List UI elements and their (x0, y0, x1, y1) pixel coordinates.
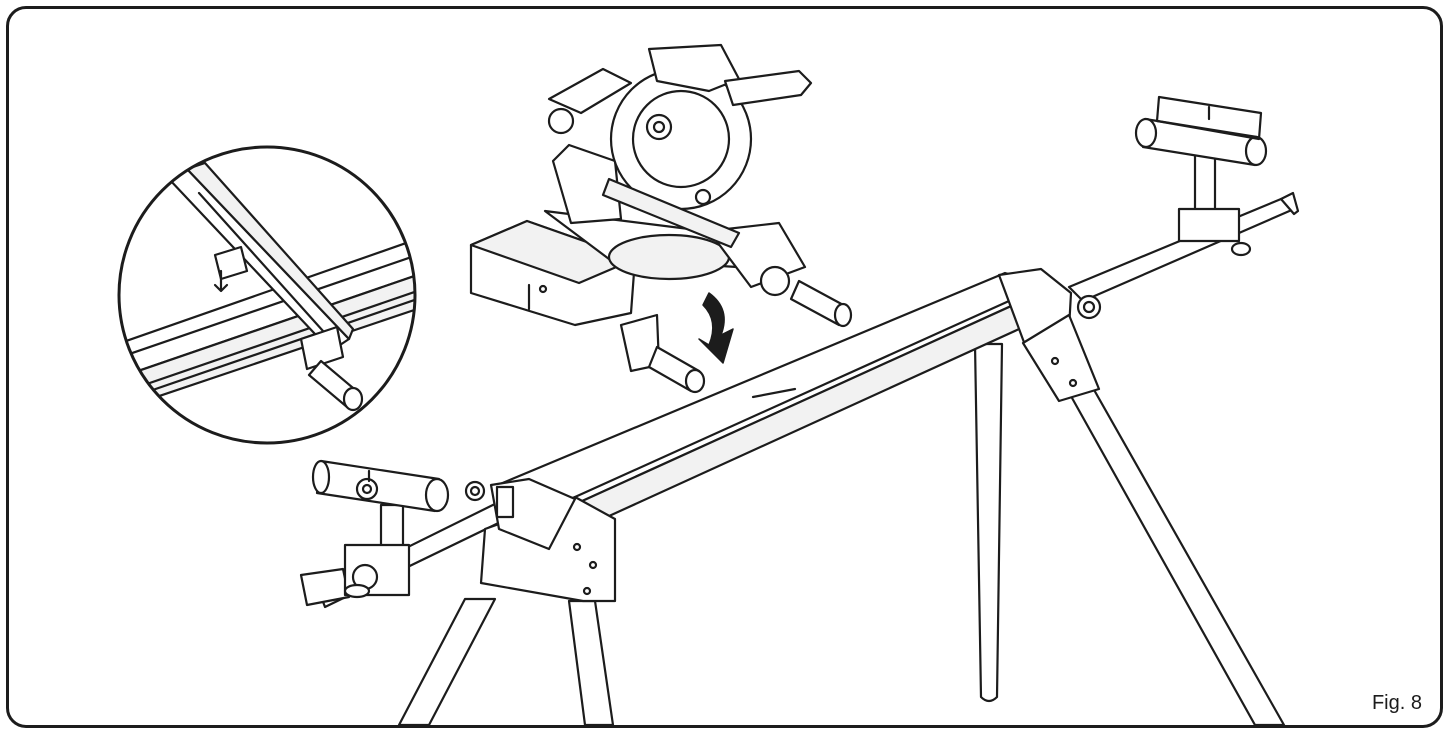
bracket-bolt (572, 542, 582, 552)
saw-fence (601, 177, 741, 249)
saw-handle (723, 69, 813, 107)
right-extension-bar-end (1279, 191, 1300, 216)
right-support-post (1193, 149, 1217, 217)
inset-bracket-slot (197, 191, 325, 333)
right-extension-support (1067, 95, 1300, 303)
assembly-illustration (117, 43, 1300, 725)
saw-left-clamp-grip (684, 368, 706, 394)
beam-right-knob-center (1082, 300, 1096, 314)
bracket-bolt (1050, 356, 1060, 366)
right-diagonal-leg (1065, 379, 1286, 725)
bracket-bolt (1068, 378, 1078, 388)
arrow-down-icon (698, 292, 734, 364)
right-roller-end-right (1244, 135, 1268, 167)
beam-slot-notch (751, 387, 797, 399)
saw-turntable (607, 233, 731, 281)
inset-bracket-block (213, 245, 249, 281)
right-roller-bracket (1155, 95, 1263, 141)
left-roller-end-right (424, 477, 450, 513)
inset-beam-line (119, 249, 415, 363)
stand-rear-legs (973, 342, 1286, 725)
inset-beam-line (119, 293, 415, 407)
saw-arbor-center (652, 120, 666, 134)
left-front-leg (397, 597, 497, 725)
left-roller-knob-center (361, 483, 373, 495)
left-extension-support (299, 459, 517, 609)
right-support-clamp (1177, 207, 1241, 243)
saw-right-clamp-knob (759, 265, 791, 297)
inset-beam-line (119, 285, 415, 399)
left-roller-body (315, 459, 441, 513)
inset-beam-top (119, 233, 415, 383)
left-support-knob-base (343, 583, 371, 599)
beam-slot-line (573, 299, 1011, 499)
saw-rear-knob (547, 107, 575, 135)
inset-clamp-grip (342, 386, 364, 412)
figure-frame: Fig. 8 (6, 6, 1443, 728)
bracket-bolt (588, 560, 598, 570)
saw-upper-guard (647, 43, 741, 93)
beam-left-clip (495, 485, 515, 519)
inset-arrow-down-icon (213, 269, 229, 293)
inset-clamp-block (299, 325, 345, 371)
saw-right-clamp-grip (833, 302, 853, 328)
figure-label: Fig. 8 (1371, 692, 1422, 714)
saw-mount-bolt (538, 284, 548, 294)
right-support-knob (1230, 241, 1252, 257)
left-extension-bar-end (299, 567, 351, 607)
rear-right-leg (973, 342, 1004, 703)
detail-inset-border (117, 145, 417, 445)
detail-inset (117, 145, 417, 445)
beam-left-knob-center (469, 485, 481, 497)
saw-rear-cover (547, 67, 633, 115)
left-roller-end-left (311, 459, 331, 495)
beam-right-bracket (1021, 313, 1101, 403)
stand-front-legs (397, 477, 617, 725)
saw-bevel-lock (694, 188, 712, 206)
bracket-bolt (582, 586, 592, 596)
miter-saw (469, 43, 853, 394)
saw-blade (631, 89, 731, 189)
right-roller-end-left (1134, 117, 1158, 149)
left-rear-leg (567, 599, 615, 725)
